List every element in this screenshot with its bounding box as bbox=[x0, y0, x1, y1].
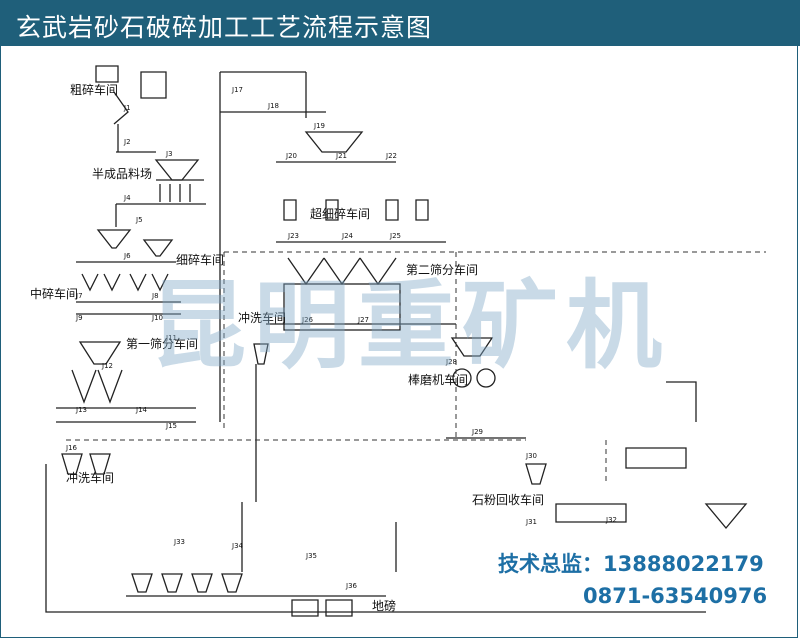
belt-label: J35 bbox=[305, 552, 317, 560]
station-label-rod-mill: 棒磨机车间 bbox=[408, 372, 468, 387]
rod-mill-hopper bbox=[450, 337, 494, 357]
belt-label: J12 bbox=[101, 362, 113, 370]
process-flow-diagram: 粗碎车间 半成品料场 中碎车间 细碎车间 第一筛分车间 冲洗车间 超细碎车间 第… bbox=[6, 52, 794, 632]
belt-label: J23 bbox=[287, 232, 299, 240]
water-pipeline bbox=[66, 251, 766, 482]
chute bbox=[113, 91, 129, 125]
powder-tank bbox=[555, 503, 627, 523]
crusher-hopper bbox=[96, 229, 132, 249]
truck-icon bbox=[291, 599, 353, 617]
ultra-hopper bbox=[304, 131, 364, 153]
feed-hopper bbox=[140, 71, 167, 99]
station-label-fine: 细碎车间 bbox=[176, 252, 224, 267]
wash-tank bbox=[61, 453, 83, 475]
station-label-wash-mid: 冲洗车间 bbox=[238, 310, 286, 325]
ultra-crushers bbox=[283, 199, 429, 221]
belt-label: J4 bbox=[123, 194, 131, 202]
belt-label: J15 bbox=[165, 422, 177, 430]
station-label-medium: 中碎车间 bbox=[30, 286, 78, 301]
belt-label: J9 bbox=[75, 314, 83, 322]
rod-mill bbox=[452, 368, 472, 388]
station-label-stone-powder: 石粉回收车间 bbox=[472, 492, 544, 507]
belt-label: J29 bbox=[471, 428, 483, 436]
belt-label: J22 bbox=[385, 152, 397, 160]
station-label-semi-yard: 半成品料场 bbox=[92, 167, 152, 181]
belt-label: J34 bbox=[231, 542, 244, 550]
belt-label: J27 bbox=[357, 316, 369, 324]
storage-bins bbox=[131, 573, 243, 593]
station-label-ultra-fine: 超细碎车间 bbox=[310, 206, 370, 221]
screen-frame bbox=[283, 283, 401, 331]
belt-label: J31 bbox=[525, 518, 537, 526]
flow-diagram-svg: 粗碎车间 半成品料场 中碎车间 细碎车间 第一筛分车间 冲洗车间 超细碎车间 第… bbox=[30, 65, 766, 617]
filter-press bbox=[625, 447, 687, 469]
title-bar: 玄武岩砂石破碎加工工艺流程示意图 bbox=[0, 0, 800, 46]
rod-mill bbox=[476, 368, 496, 388]
page-title: 玄武岩砂石破碎加工工艺流程示意图 bbox=[16, 13, 433, 42]
belt-label: J19 bbox=[313, 122, 325, 130]
belt-label: J30 bbox=[525, 452, 537, 460]
belt-label: J25 bbox=[389, 232, 401, 240]
wash-tank bbox=[89, 453, 111, 475]
belt-label: J10 bbox=[151, 314, 163, 322]
belt-label: J6 bbox=[123, 252, 131, 260]
station-label-wash-left: 冲洗车间 bbox=[66, 470, 114, 485]
settling-tank bbox=[704, 503, 748, 530]
crusher-units bbox=[81, 273, 169, 292]
belt-label: J2 bbox=[123, 138, 131, 146]
belt-label: J13 bbox=[75, 406, 87, 414]
screen-hopper bbox=[78, 341, 122, 365]
belt-label: J5 bbox=[135, 216, 143, 224]
belt-label: J8 bbox=[151, 292, 159, 300]
belt-label: J11 bbox=[165, 334, 177, 342]
screens bbox=[71, 369, 123, 404]
semi-yard-hopper bbox=[154, 159, 200, 181]
belt-label: J7 bbox=[75, 292, 83, 300]
main-return-line bbox=[45, 464, 706, 613]
belt-label: J36 bbox=[345, 582, 358, 590]
watermark: 昆明重矿机 bbox=[150, 270, 670, 382]
station-label-screen1: 第一筛分车间 bbox=[126, 336, 198, 351]
station-label-ground-scale: 地磅 bbox=[372, 598, 396, 613]
contact-phone: 0871-63540976 bbox=[583, 584, 768, 608]
belt-label: J20 bbox=[285, 152, 297, 160]
belt-label: J32 bbox=[605, 516, 617, 524]
station-label-coarse: 粗碎车间 bbox=[70, 82, 118, 97]
belt-label: J24 bbox=[341, 232, 354, 240]
contact-tech: 技术总监：13888022179 bbox=[498, 552, 764, 576]
belt-label: J28 bbox=[445, 358, 457, 366]
belt-label: J17 bbox=[231, 86, 243, 94]
belt-label: J26 bbox=[301, 316, 314, 324]
belt-label: J33 bbox=[173, 538, 185, 546]
belt-label: J14 bbox=[135, 406, 148, 414]
belt-label: J18 bbox=[267, 102, 279, 110]
wash-tank bbox=[253, 343, 269, 365]
belt-label: J16 bbox=[65, 444, 78, 452]
cyclone bbox=[525, 463, 547, 485]
water-line bbox=[666, 381, 697, 422]
truck-icon bbox=[95, 65, 119, 83]
station-label-screen2: 第二筛分车间 bbox=[406, 262, 478, 277]
belt-label: J21 bbox=[335, 152, 347, 160]
belt-label: J3 bbox=[165, 150, 173, 158]
crusher-hopper bbox=[142, 239, 174, 257]
belt-label: J1 bbox=[123, 104, 131, 112]
